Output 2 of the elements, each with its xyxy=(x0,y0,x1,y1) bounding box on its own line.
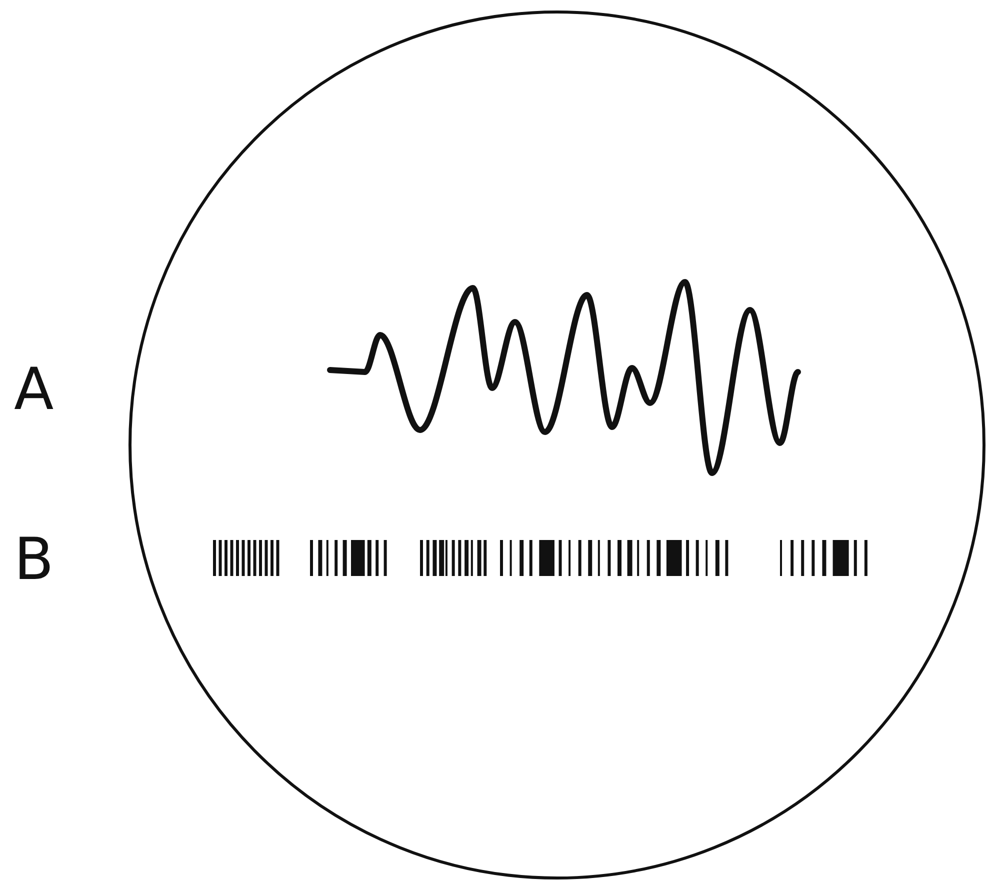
panel-label: A xyxy=(14,360,54,418)
panel-label: B xyxy=(14,530,54,588)
